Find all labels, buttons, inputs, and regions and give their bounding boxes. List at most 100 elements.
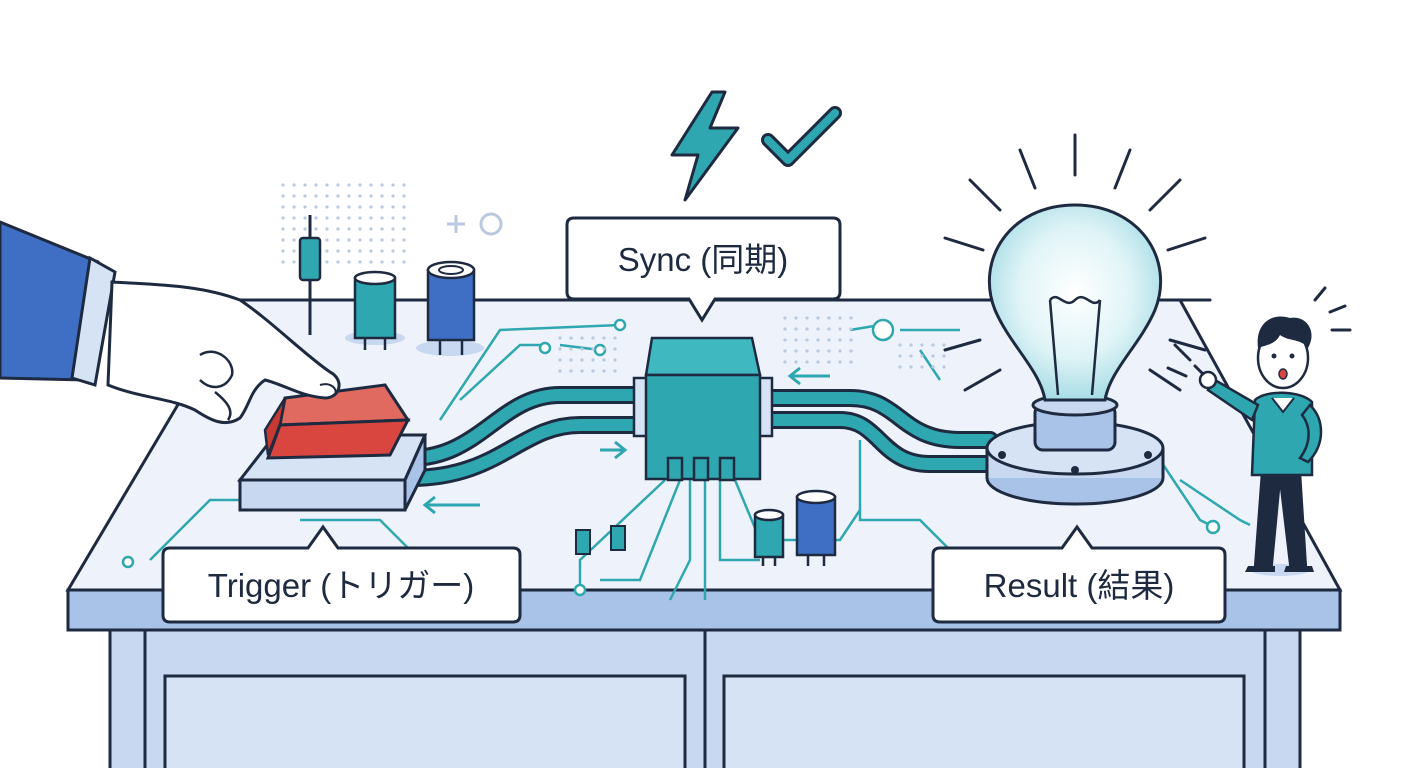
dot bbox=[369, 238, 373, 242]
dot bbox=[336, 216, 340, 220]
dot bbox=[849, 360, 853, 364]
dot bbox=[827, 338, 831, 342]
dot bbox=[336, 194, 340, 198]
dot bbox=[402, 249, 406, 253]
dot bbox=[336, 249, 340, 253]
dot bbox=[909, 343, 913, 347]
dot bbox=[325, 194, 329, 198]
dot bbox=[849, 316, 853, 320]
dot bbox=[314, 227, 318, 231]
dot bbox=[281, 227, 285, 231]
dot bbox=[402, 260, 406, 264]
dot bbox=[931, 343, 935, 347]
dot bbox=[391, 194, 395, 198]
dot bbox=[898, 343, 902, 347]
dot bbox=[391, 238, 395, 242]
dot bbox=[292, 249, 296, 253]
dot bbox=[909, 365, 913, 369]
dot bbox=[591, 336, 595, 340]
dot bbox=[336, 260, 340, 264]
dot bbox=[391, 249, 395, 253]
cuff bbox=[70, 255, 117, 387]
dot bbox=[347, 194, 351, 198]
result-label: Result (結果) bbox=[984, 567, 1175, 604]
dot bbox=[402, 194, 406, 198]
dot bbox=[827, 349, 831, 353]
dot bbox=[281, 249, 285, 253]
dot bbox=[325, 227, 329, 231]
dot bbox=[580, 347, 584, 351]
dot bbox=[849, 338, 853, 342]
dot bbox=[569, 358, 573, 362]
dot bbox=[580, 358, 584, 362]
dot bbox=[558, 369, 562, 373]
dot bbox=[281, 194, 285, 198]
dot bbox=[402, 227, 406, 231]
dot bbox=[783, 327, 787, 331]
dot bbox=[402, 183, 406, 187]
dot bbox=[380, 249, 384, 253]
dot bbox=[909, 354, 913, 358]
dot bbox=[805, 316, 809, 320]
dot bbox=[336, 227, 340, 231]
dot bbox=[281, 238, 285, 242]
dot bbox=[380, 227, 384, 231]
dot bbox=[591, 358, 595, 362]
dot bbox=[380, 216, 384, 220]
dot bbox=[931, 365, 935, 369]
dot bbox=[816, 349, 820, 353]
dot bbox=[314, 194, 318, 198]
dot bbox=[347, 216, 351, 220]
light-bulb bbox=[938, 133, 1212, 506]
dot bbox=[292, 227, 296, 231]
dot bbox=[816, 327, 820, 331]
dot bbox=[794, 360, 798, 364]
dot bbox=[805, 349, 809, 353]
dot bbox=[783, 338, 787, 342]
dot bbox=[402, 216, 406, 220]
dot bbox=[783, 316, 787, 320]
dot bbox=[569, 336, 573, 340]
dot bbox=[369, 205, 373, 209]
dot bbox=[380, 238, 384, 242]
dot bbox=[602, 358, 606, 362]
dot bbox=[849, 327, 853, 331]
dot bbox=[347, 249, 351, 253]
dot bbox=[558, 358, 562, 362]
dot bbox=[591, 347, 595, 351]
capacitor-large bbox=[416, 260, 484, 356]
dot bbox=[292, 183, 296, 187]
dot bbox=[347, 205, 351, 209]
dot bbox=[292, 216, 296, 220]
result-callout: Result (結果) bbox=[931, 524, 1227, 624]
dot bbox=[358, 227, 362, 231]
dot bbox=[783, 360, 787, 364]
dot bbox=[402, 205, 406, 209]
dot bbox=[281, 216, 285, 220]
dot bbox=[292, 260, 296, 264]
dot bbox=[325, 249, 329, 253]
dot bbox=[336, 183, 340, 187]
dot bbox=[402, 238, 406, 242]
dot bbox=[325, 238, 329, 242]
sync-callout: Sync (同期) bbox=[565, 216, 842, 323]
dot bbox=[898, 365, 902, 369]
dot bbox=[391, 183, 395, 187]
dot bbox=[391, 227, 395, 231]
cabinet-panel-left bbox=[163, 674, 687, 768]
dot bbox=[358, 205, 362, 209]
arrow-to-sync bbox=[600, 440, 628, 460]
dot bbox=[292, 194, 296, 198]
dot bbox=[292, 205, 296, 209]
dot bbox=[336, 238, 340, 242]
dot bbox=[613, 369, 617, 373]
dot bbox=[827, 327, 831, 331]
dot bbox=[347, 260, 351, 264]
dot bbox=[816, 360, 820, 364]
dot bbox=[281, 260, 285, 264]
dot bbox=[303, 183, 307, 187]
dot bbox=[838, 360, 842, 364]
dot bbox=[580, 369, 584, 373]
dot bbox=[292, 238, 296, 242]
